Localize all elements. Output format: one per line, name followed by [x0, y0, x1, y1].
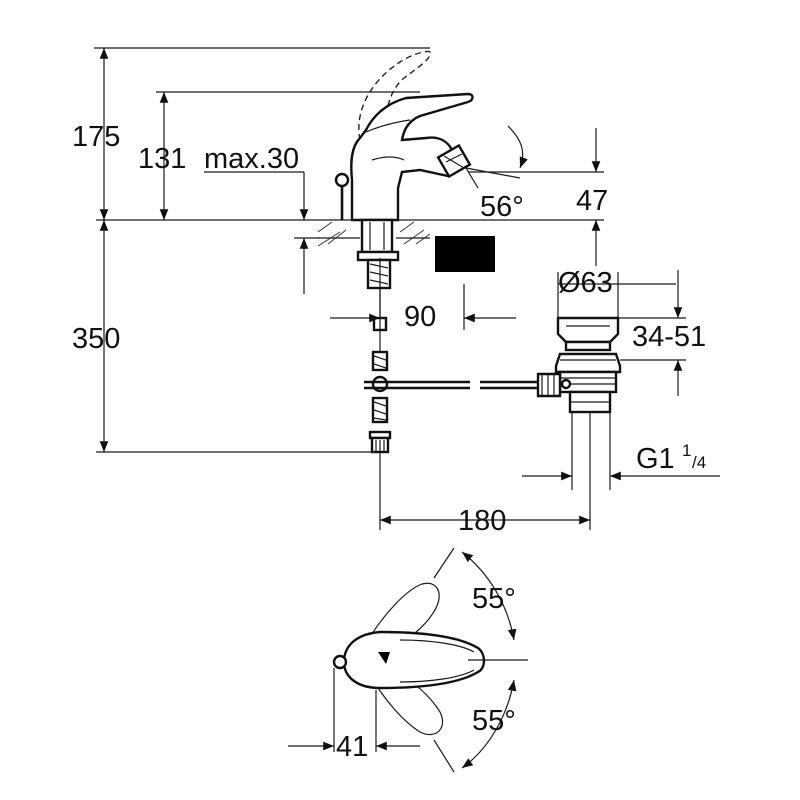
label-34-51: 34-51	[632, 321, 706, 353]
faucet-body	[350, 92, 474, 222]
label-180: 180	[458, 505, 506, 537]
swivel-aerator-outlet	[436, 143, 472, 179]
dim-41	[288, 668, 420, 752]
lever-top-view	[332, 582, 528, 736]
waste-assembly	[536, 316, 622, 490]
label-175: 175	[72, 121, 120, 153]
lever-handle-top	[342, 630, 486, 690]
pop-up-linkage-rod	[364, 380, 538, 390]
dim-131	[156, 91, 420, 220]
dim-175	[94, 47, 430, 220]
dim-55-arc-top	[433, 547, 517, 641]
label-diameter-63: Ø63	[558, 267, 613, 299]
dim-350	[96, 220, 376, 453]
dim-diameter-63	[557, 272, 676, 318]
label-max30: max.30	[204, 143, 299, 175]
dim-56-angle	[465, 125, 528, 189]
dim-34-51	[618, 270, 686, 396]
dim-55-arc-bottom	[433, 679, 517, 773]
label-131: 131	[138, 143, 186, 175]
dim-90	[330, 258, 516, 330]
pop-up-rod-knob	[334, 172, 350, 220]
label-thread-g1: G1	[636, 443, 675, 475]
label-90: 90	[404, 301, 436, 333]
label-thread-sub: /4	[692, 453, 706, 472]
dim-max30	[204, 171, 320, 294]
spray-jet-block	[435, 236, 495, 272]
label-thread-sup: 1	[682, 441, 691, 460]
dim-47	[468, 128, 604, 266]
label-55-top: 55°	[472, 583, 516, 615]
flexible-hose	[368, 288, 392, 454]
label-55-bottom: 55°	[472, 705, 516, 737]
faucet-elevation	[96, 50, 538, 454]
mounting-shank	[356, 218, 400, 332]
label-47: 47	[576, 185, 608, 217]
label-41: 41	[336, 731, 368, 763]
dim-180	[379, 412, 591, 530]
deck-hatching	[317, 221, 431, 247]
label-350: 350	[72, 323, 120, 355]
label-56-degree: 56°	[480, 191, 524, 223]
pop-up-knob-top	[332, 654, 348, 670]
